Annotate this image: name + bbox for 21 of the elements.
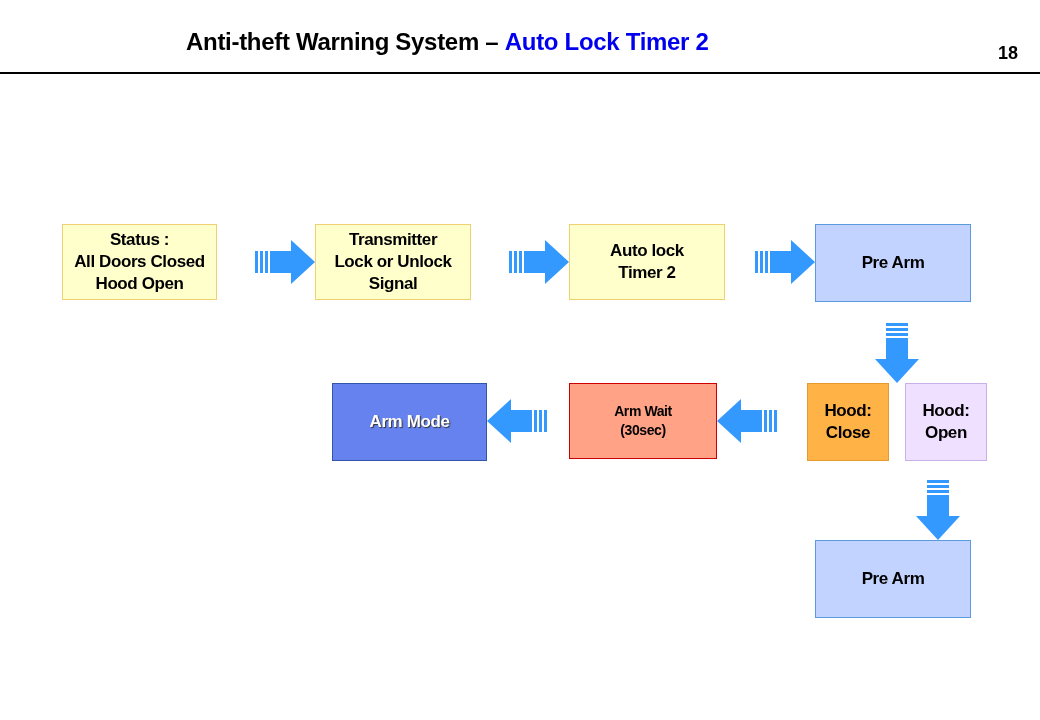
box-label: All Doors Closed Hood Open (73, 251, 206, 295)
box-label: Pre Arm (860, 568, 926, 590)
process-box (62, 224, 217, 300)
box-label: Hood: Open (921, 400, 971, 444)
process-box (569, 383, 717, 459)
process-box (815, 540, 971, 618)
box-label: Arm Wait (30sec) (613, 402, 673, 440)
box-label: Pre Arm (860, 252, 926, 274)
box-label: Hood: Close (823, 400, 873, 444)
process-box (315, 224, 471, 300)
process-box (569, 224, 725, 300)
box-label: Transmitter Lock or Unlock Signal (333, 229, 453, 295)
slide-title: Anti-theft Warning System – Auto Lock Timer 2 (186, 28, 709, 56)
process-box (332, 383, 487, 461)
process-box (807, 383, 889, 461)
box-label: Arm Mode (368, 411, 451, 433)
box-label: Status : (108, 229, 171, 251)
process-box (815, 224, 971, 302)
box-label: Auto lock Timer 2 (609, 240, 685, 284)
process-box (905, 383, 987, 461)
page-number: 18 (998, 43, 1019, 64)
